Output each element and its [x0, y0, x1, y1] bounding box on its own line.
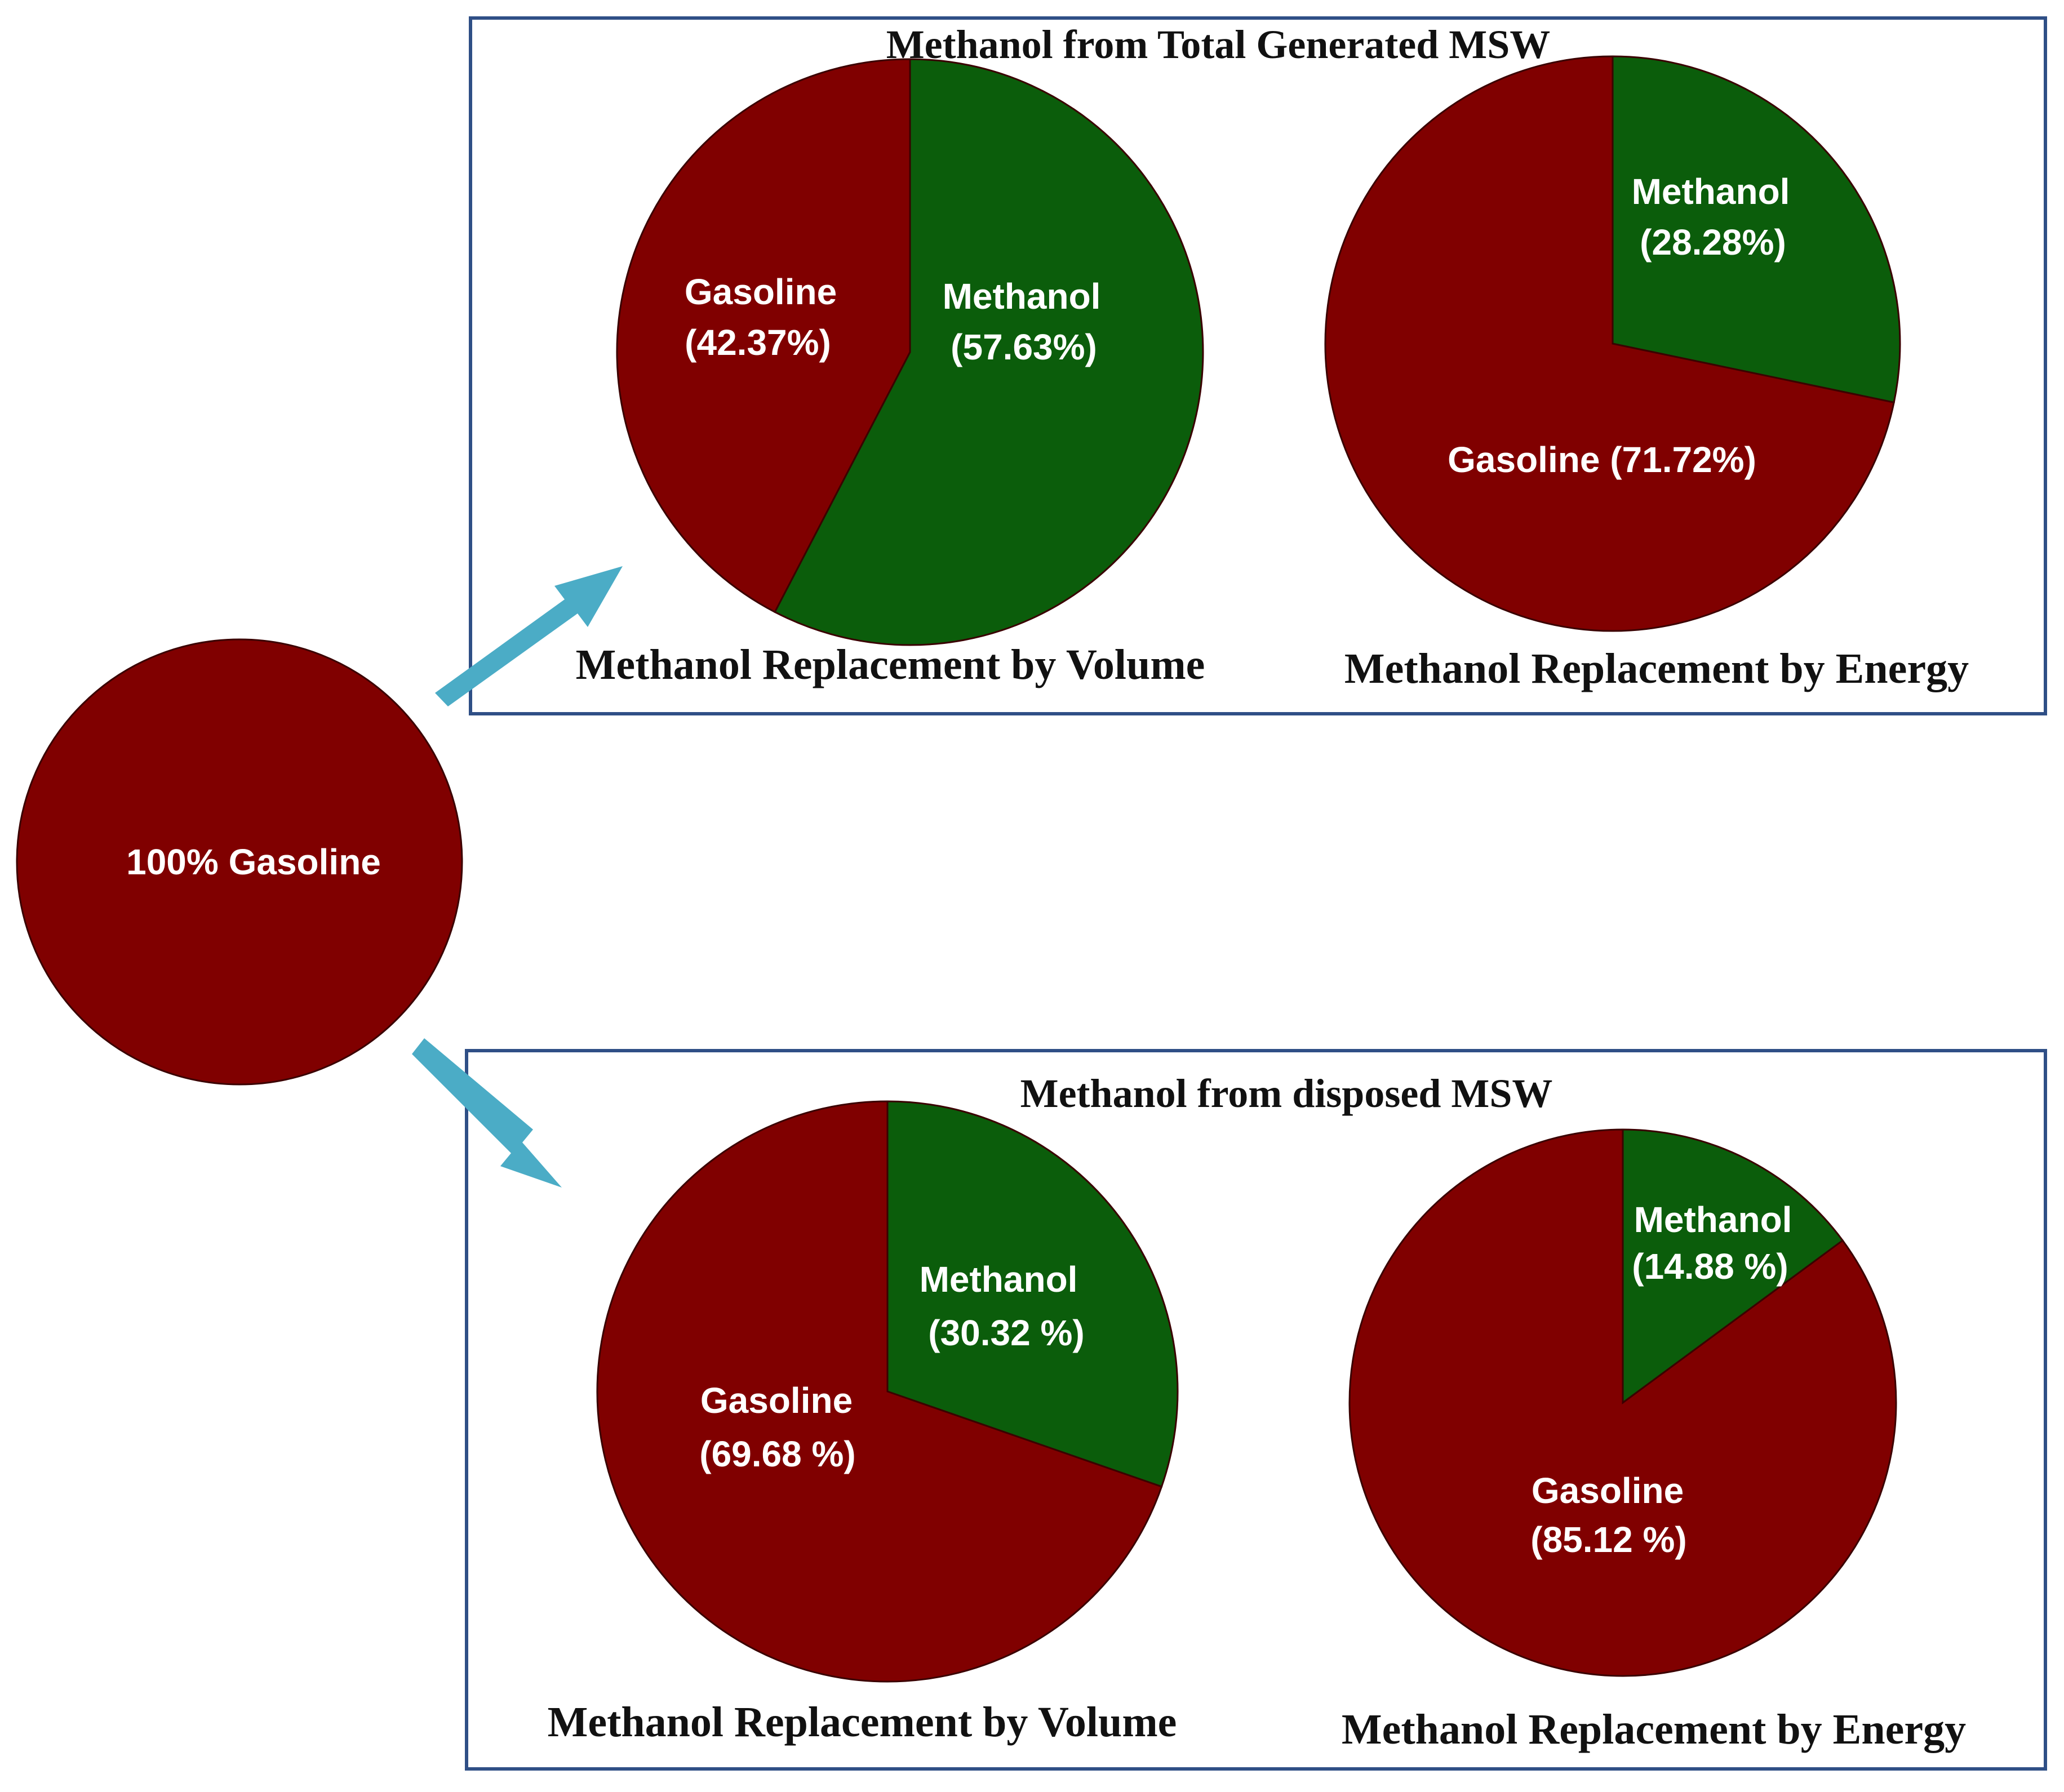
- slice-label-gasoline: Gasoline: [1532, 1470, 1684, 1511]
- start-pie-label: 100% Gasoline: [126, 842, 381, 882]
- slice-label-gasoline: Gasoline: [685, 272, 837, 312]
- chart-caption: Methanol Replacement by Energy: [1342, 1706, 1966, 1753]
- pie-slice-methanol: [886, 1100, 1179, 1488]
- slice-label-methanol: Methanol: [1634, 1199, 1792, 1240]
- pie-disposed-msw-volume: [596, 1100, 1179, 1683]
- pie-slice-methanol: [1612, 55, 1901, 404]
- arrow-to-top-panel: [435, 566, 623, 706]
- pie-slice-methanol: [1622, 1128, 1844, 1404]
- pie-100-gasoline: [16, 638, 463, 1086]
- pie-slice-gasoline: [616, 58, 911, 613]
- slice-label-methanol: Methanol: [1632, 171, 1790, 212]
- slice-label-methanol-pct: (30.32 %): [928, 1313, 1084, 1353]
- slice-label-methanol: Methanol: [943, 276, 1101, 317]
- pie-slice-methanol: [774, 58, 1204, 646]
- pie-slice-gasoline: [16, 638, 463, 1086]
- chart-caption: Methanol Replacement by Volume: [576, 641, 1205, 688]
- slice-label-methanol-pct: (57.63%): [951, 327, 1097, 367]
- slice-label-gasoline: Gasoline: [700, 1380, 853, 1421]
- panel-box-bottom: [465, 1049, 2047, 1771]
- pie-total-msw-volume: [616, 58, 1204, 646]
- slice-label-gasoline-pct: (85.12 %): [1530, 1519, 1686, 1560]
- chart-caption: Methanol Replacement by Volume: [548, 1698, 1177, 1746]
- panel-title-bottom: Methanol from disposed MSW: [1020, 1071, 1553, 1116]
- pie-slice-gasoline: [1324, 55, 1895, 632]
- pie-slice-gasoline: [1348, 1128, 1897, 1677]
- arrow-to-bottom-panel: [412, 1038, 562, 1188]
- slice-label-methanol-pct: (28.28%): [1640, 222, 1786, 263]
- slice-label-methanol-pct: (14.88 %): [1632, 1246, 1788, 1287]
- panel-box-top: [469, 16, 2047, 715]
- chart-caption: Methanol Replacement by Energy: [1344, 645, 1969, 692]
- pie-slice-gasoline: [596, 1100, 1163, 1683]
- slice-label-gasoline: Gasoline (71.72%): [1448, 439, 1756, 480]
- pie-disposed-msw-energy: [1348, 1128, 1897, 1677]
- panel-title-top: Methanol from Total Generated MSW: [886, 22, 1551, 67]
- pie-total-msw-energy: [1324, 55, 1901, 632]
- slice-label-gasoline-pct: (42.37%): [685, 322, 831, 363]
- slice-label-gasoline-pct: (69.68 %): [699, 1434, 855, 1474]
- slice-label-methanol: Methanol: [920, 1259, 1078, 1300]
